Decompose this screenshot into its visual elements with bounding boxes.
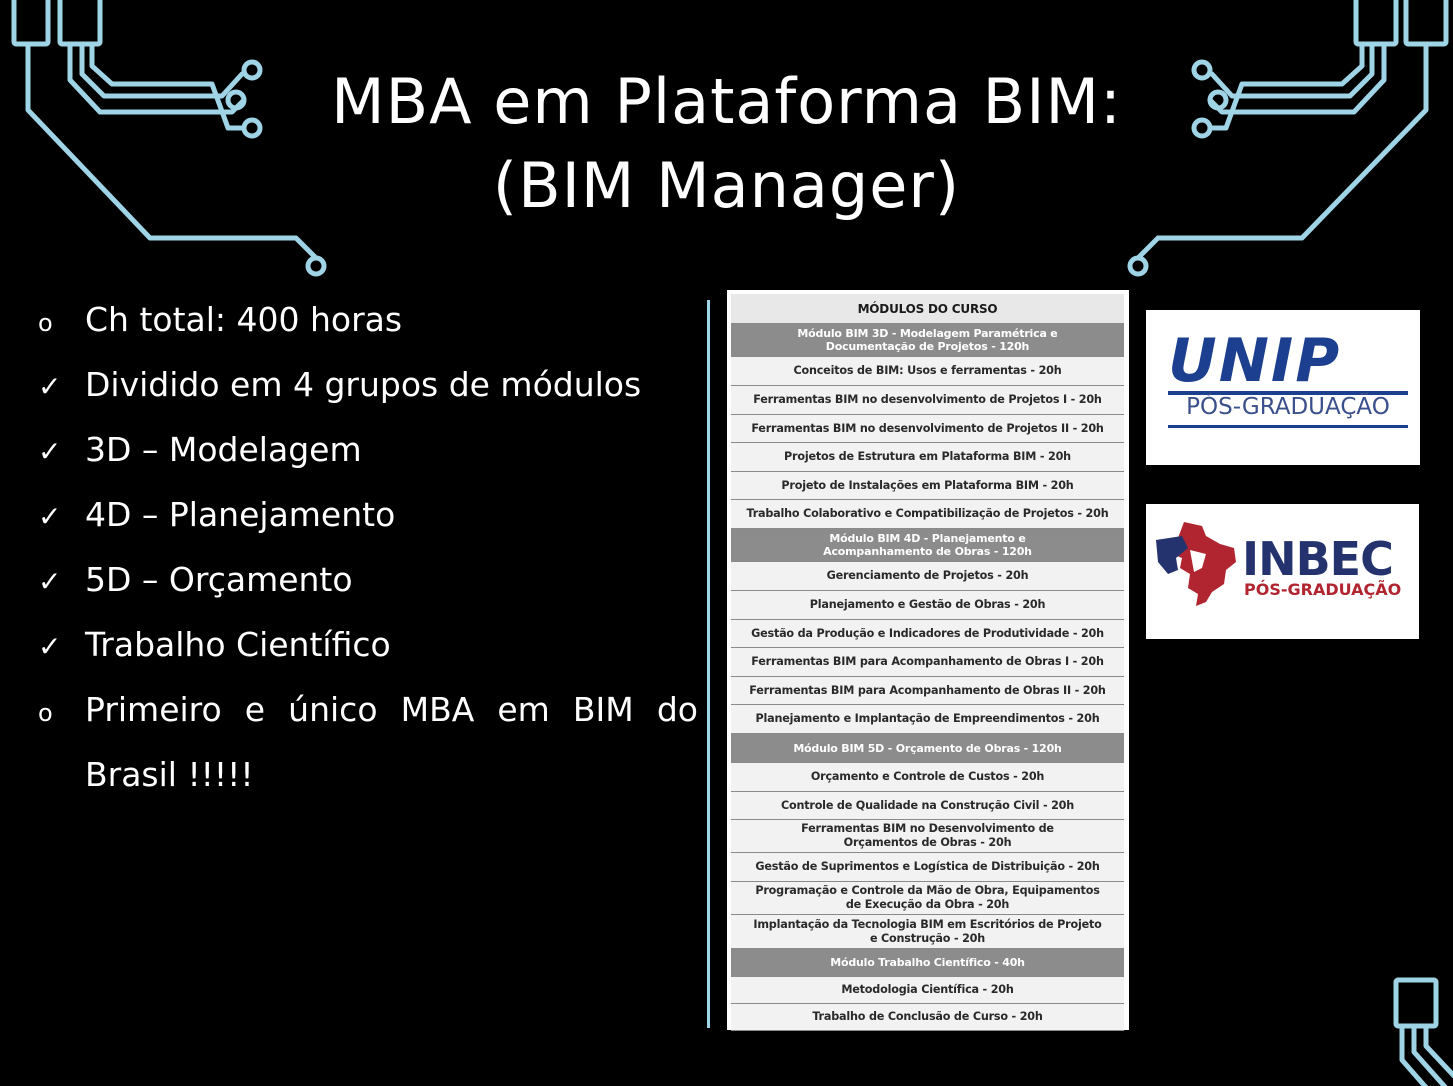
check-icon: ✓ [38,630,62,663]
module-item-row: Ferramentas BIM para Acompanhamento de O… [731,648,1124,677]
bullet-list: o Ch total: 400 horas ✓ Dividido em 4 gr… [38,300,698,820]
module-item-row: Projetos de Estrutura em Plataforma BIM … [731,443,1124,472]
page-title: MBA em Plataforma BIM: (BIM Manager) [0,60,1453,228]
title-line-1: MBA em Plataforma BIM: [331,65,1122,138]
bullet-text: Ch total: 400 horas [85,300,403,339]
circle-bullet-icon: o [38,309,53,337]
bullet-text: 3D – Modelagem [85,430,362,469]
module-item-row: Metodologia Científica - 20h [731,977,1124,1004]
unip-logo-subtitle: PÓS-GRADUAÇÃO [1186,394,1390,420]
inbec-logo-subtitle: PÓS-GRADUAÇÃO [1244,580,1402,599]
bullet-item: o Ch total: 400 horas [38,300,698,365]
bullet-item: ✓ Dividido em 4 grupos de módulos [38,365,698,430]
inbec-logo: INBEC PÓS-GRADUAÇÃO [1146,504,1419,639]
module-item-row: Planejamento e Gestão de Obras - 20h [731,591,1124,620]
check-icon: ✓ [38,565,62,598]
module-item-row: Orçamento e Controle de Custos - 20h [731,763,1124,792]
module-item-row: Ferramentas BIM no desenvolvimento de Pr… [731,415,1124,443]
module-item-row: Ferramentas BIM no Desenvolvimento de Or… [731,820,1124,853]
bullet-item: ✓ 3D – Modelagem [38,430,698,495]
bullet-text: 5D – Orçamento [85,560,353,599]
module-item-row: Conceitos de BIM: Usos e ferramentas - 2… [731,357,1124,386]
module-item-row: Trabalho Colaborativo e Compatibilização… [731,500,1124,529]
module-group-row: Módulo BIM 3D - Modelagem Paramétrica e … [731,324,1124,357]
circle-bullet-icon: o [38,699,53,727]
module-group-row: Módulo Trabalho Científico - 40h [731,949,1124,977]
bullet-item: ✓ Trabalho Científico [38,625,698,690]
brazil-map-icon [1156,522,1236,606]
module-item-row: Ferramentas BIM para Acompanhamento de O… [731,677,1124,705]
module-item-row: Ferramentas BIM no desenvolvimento de Pr… [731,386,1124,415]
bullet-text: Dividido em 4 grupos de módulos [85,365,642,404]
module-group-row: Módulo BIM 4D - Planejamento e Acompanha… [731,529,1124,562]
course-modules-table: MÓDULOS DO CURSO Módulo BIM 3D - Modelag… [727,290,1129,1031]
module-item-row: Programação e Controle da Mão de Obra, E… [731,882,1124,915]
title-line-2: (BIM Manager) [492,149,961,222]
bullet-text: Brasil !!!!! [85,755,254,794]
bullet-text: Primeiro e único MBA em BIM do [85,690,698,729]
bullet-item: o Primeiro e único MBA em BIM do [38,690,698,755]
check-icon: ✓ [38,435,62,468]
bullet-item: ✓ 4D – Planejamento [38,495,698,560]
module-group-row: Módulo BIM 5D - Orçamento de Obras - 120… [731,734,1124,763]
unip-logo-rule [1168,425,1408,428]
bullet-continuation: Brasil !!!!! [38,755,698,820]
module-item-row: Implantação da Tecnologia BIM em Escritó… [731,915,1124,949]
module-item-row: Gerenciamento de Projetos - 20h [731,562,1124,591]
vertical-divider [707,300,710,1028]
unip-logo: UNIP PÓS-GRADUAÇÃO [1146,310,1420,465]
unip-logo-name: UNIP [1168,326,1342,396]
check-icon: ✓ [38,500,62,533]
bullet-text: Trabalho Científico [85,625,391,664]
unip-logo-rule [1168,391,1408,395]
module-item-row: Projeto de Instalações em Plataforma BIM… [731,472,1124,500]
module-item-row: Planejamento e Implantação de Empreendim… [731,705,1124,734]
module-item-row: Trabalho de Conclusão de Curso - 20h [731,1004,1124,1031]
table-header: MÓDULOS DO CURSO [731,294,1124,324]
inbec-logo-name: INBEC [1242,532,1394,586]
bullet-text: 4D – Planejamento [85,495,396,534]
module-item-row: Gestão de Suprimentos e Logística de Dis… [731,853,1124,882]
module-item-row: Gestão da Produção e Indicadores de Prod… [731,620,1124,648]
module-item-row: Controle de Qualidade na Construção Civi… [731,792,1124,820]
bullet-item: ✓ 5D – Orçamento [38,560,698,625]
check-icon: ✓ [38,370,62,403]
